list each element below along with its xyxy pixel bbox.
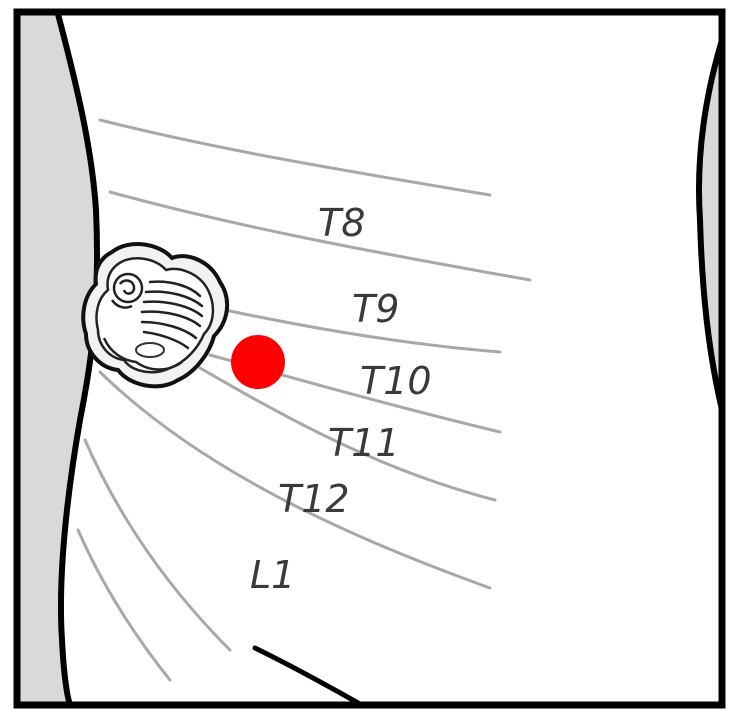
label-l1: L1 bbox=[250, 553, 295, 597]
label-t8: T8 bbox=[318, 201, 365, 245]
label-t12: T12 bbox=[278, 477, 350, 521]
red-dot-marker bbox=[231, 335, 285, 389]
label-t11: T11 bbox=[328, 421, 400, 465]
label-t10: T10 bbox=[360, 359, 432, 403]
label-t9: T9 bbox=[352, 287, 399, 331]
